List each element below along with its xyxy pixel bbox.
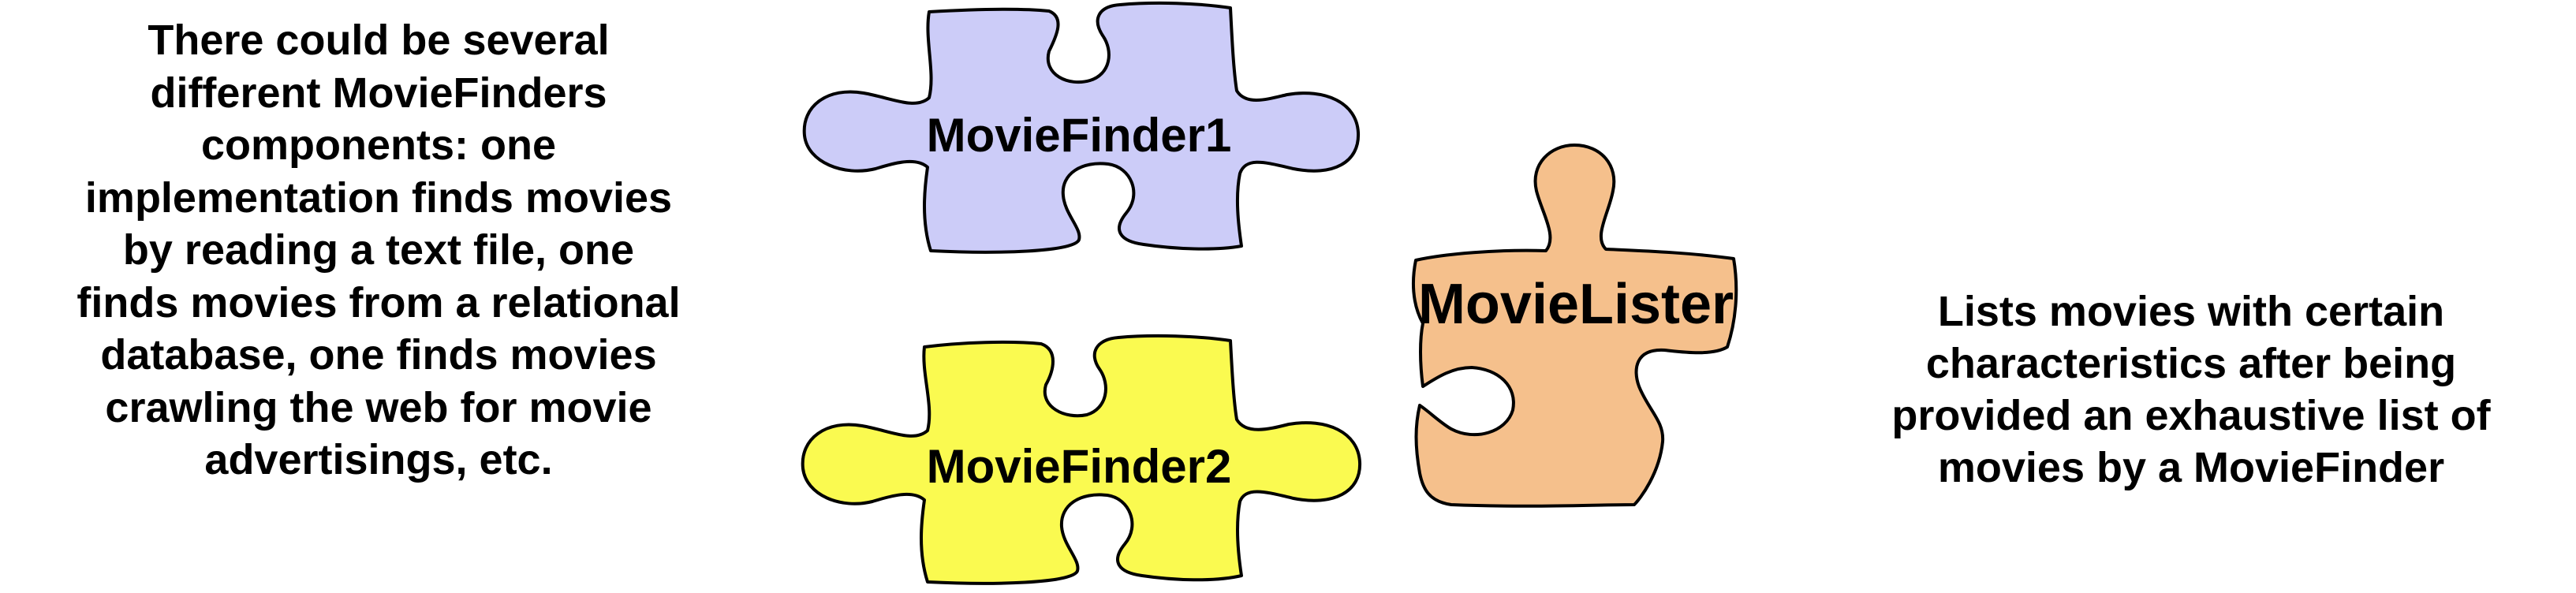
moviefinder1-label: MovieFinder1 [927,109,1232,162]
description-line: movies by a MovieFinder [1937,444,2445,491]
movielister-piece-shape [1411,144,1738,508]
description-line: advertisings, etc. [204,436,553,483]
moviefinder1-piece-shape [802,1,1361,254]
movielister-description: Lists movies with certain characteristic… [1806,285,2576,494]
description-line: implementation finds movies [84,173,673,222]
description-line: by reading a text file, one [122,226,635,274]
description-line: different MovieFinders [150,69,607,117]
description-line: crawling the web for movie [105,383,652,431]
moviefinder2-piece: MovieFinder2 [801,334,1362,585]
description-line: database, one finds movies [100,331,657,379]
description-line: characteristics after being [1925,340,2457,387]
moviefinder2-label: MovieFinder2 [927,440,1232,493]
description-line: components: one [200,121,556,169]
movielister-piece: MovieLister [1411,144,1738,508]
moviefinder1-piece: MovieFinder1 [802,1,1361,254]
description-line: Lists movies with certain [1937,288,2445,335]
moviefinder2-piece-shape [801,334,1362,585]
moviefinders-description: There could be several different MovieFi… [0,14,757,487]
description-line: There could be several [147,17,610,64]
movielister-label: MovieLister [1418,273,1734,336]
description-line: provided an exhaustive list of [1891,392,2491,439]
description-line: finds movies from a relational [77,278,681,326]
